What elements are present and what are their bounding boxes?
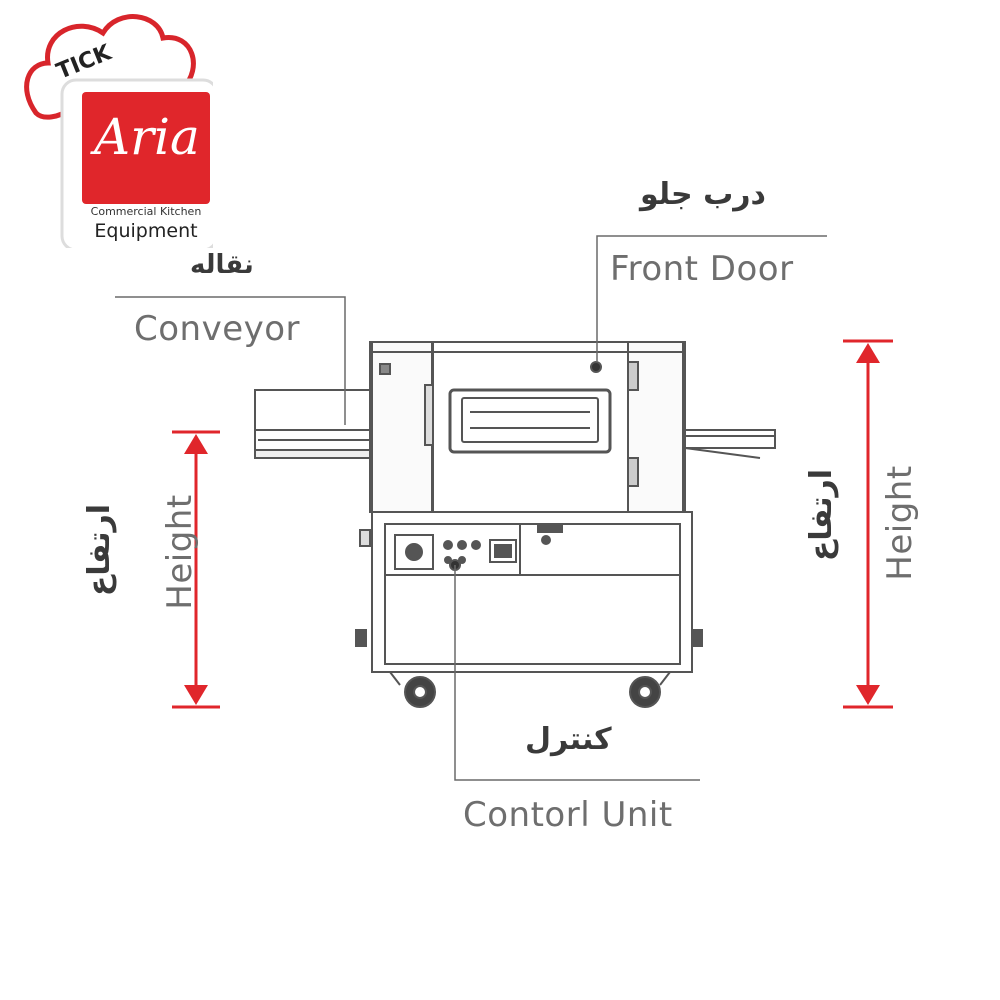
right-wheel <box>629 671 671 708</box>
left-wheel <box>389 671 436 708</box>
height-left-label-en: Height <box>160 494 200 610</box>
front-door-window <box>448 361 612 454</box>
conveyor-label-en: Conveyor <box>134 309 301 349</box>
logo-brand-text: Aria <box>94 108 200 166</box>
oven-stand <box>355 511 703 673</box>
control-label-en: Contorl Unit <box>463 795 673 835</box>
right-conveyor <box>684 429 776 459</box>
height-right-label-fa: ارتفاع <box>804 468 839 562</box>
height-right-label-en: Height <box>880 465 920 581</box>
brand-logo: TICK Aria Commercial Kitchen Equipment <box>18 8 213 248</box>
control-label-fa: کنترل <box>525 722 612 757</box>
right-height-arrow <box>843 339 893 709</box>
chef-hat-icon <box>24 14 213 248</box>
logo-line1-text: Commercial Kitchen <box>90 205 202 218</box>
control-leader <box>454 565 700 781</box>
front-door-label-en: Front Door <box>610 249 794 289</box>
left-conveyor <box>254 389 371 459</box>
conveyor-leader <box>115 296 346 425</box>
front-door-leader <box>596 235 827 362</box>
logo-line2-text: Equipment <box>94 220 198 242</box>
conveyor-label-fa: نقاله <box>190 250 254 280</box>
front-door-label-fa: درب جلو <box>640 177 766 212</box>
height-left-label-fa: ارتفاع <box>82 503 117 597</box>
left-height-arrow <box>172 430 220 709</box>
